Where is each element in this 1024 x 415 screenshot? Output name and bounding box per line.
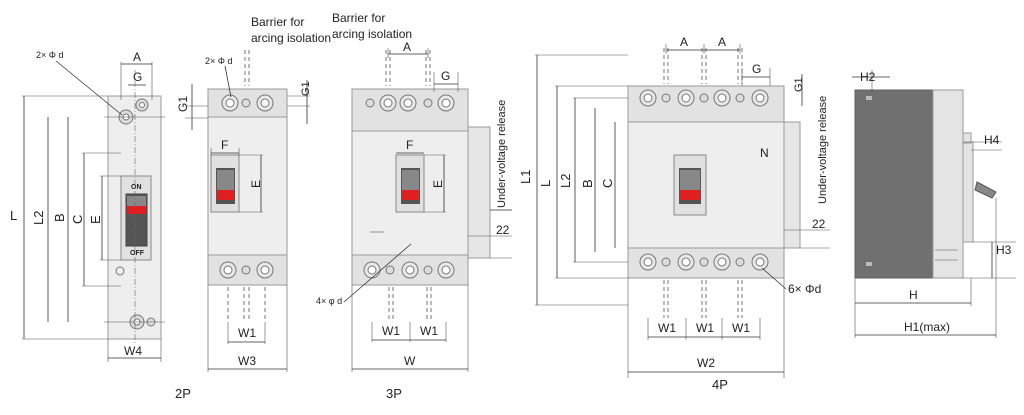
hole-2-callout-b: 2× Φ d [205, 56, 232, 66]
on-label: ON [131, 184, 142, 191]
barrier-label-3p-line2: arcing isolation [332, 27, 412, 41]
uvr-label-4p: Under-voltage release [817, 96, 829, 204]
dim-g-3p: G [441, 69, 450, 83]
dim-f-2p: F [221, 138, 228, 152]
dim-c-4p: C [600, 179, 615, 188]
view-3p: Barrier for arcing isolation A G F E Und… [316, 11, 512, 401]
dim-l2-4p: L2 [558, 174, 573, 188]
dim-w1-3p-a: W1 [382, 324, 400, 338]
hole-4-callout: 4× φ d [316, 296, 342, 306]
dim-g1-2p-left: G1 [176, 96, 190, 112]
dim-w1-4p-a: W1 [658, 321, 676, 335]
dim-e-3p: E [431, 180, 445, 188]
view-side: H2 H4 H3 H H1(max) [852, 70, 1016, 338]
dim-l1-4p: L1 [518, 170, 533, 184]
dim-a-3p: A [403, 40, 411, 54]
dim-h1max: H1(max) [904, 320, 950, 334]
caption-4p: 4P [712, 377, 728, 392]
view-2p-narrow: ON OFF A G 2× Φ d L L2 B C E [10, 50, 191, 401]
dim-w3: W3 [238, 354, 256, 368]
hole-2-callout: 2× Φ d [36, 50, 63, 60]
dim-f-3p: F [406, 138, 413, 152]
dim-b-4p: B [580, 179, 595, 188]
neutral-pole-label: N [760, 146, 769, 160]
dim-w1-3p-b: W1 [420, 324, 438, 338]
dim-w2: W2 [697, 356, 715, 370]
view-2p-wide: 2× Φ d Barrier for arcing isolation G1 G… [176, 15, 331, 372]
dim-w1-4p-b: W1 [696, 321, 714, 335]
dim-22-4p: 22 [812, 217, 826, 231]
dim-h: H [909, 288, 918, 302]
dim-g1-4p: G1 [793, 77, 805, 92]
dim-l: L [10, 208, 17, 223]
dim-a-4p-b: A [718, 35, 726, 49]
dim-w4: W4 [124, 344, 142, 358]
barrier-label-2p-line2: arcing isolation [251, 31, 331, 45]
caption-3p: 3P [386, 386, 402, 401]
dim-g-4p: G [752, 62, 761, 76]
dim-h2: H2 [860, 70, 876, 84]
dim-l2-2p: L2 [31, 211, 46, 225]
caption-2p: 2P [175, 386, 191, 401]
barrier-label-2p-line1: Barrier for [251, 15, 304, 29]
dim-h3: H3 [996, 243, 1012, 257]
dim-w-3p: W [404, 354, 416, 368]
dim-l-4p: L [538, 180, 553, 187]
uvr-label-3p: Under-voltage release [496, 100, 508, 208]
hole-6-callout: 6× Φd [788, 282, 821, 296]
dim-c-2p: C [70, 215, 85, 224]
dim-a-2p: A [133, 50, 141, 64]
dim-e-2p: E [88, 215, 103, 224]
dim-e-2p-wide: E [249, 180, 263, 188]
barrier-label-3p-line1: Barrier for [332, 11, 385, 25]
dim-g-2p: G [133, 70, 142, 84]
dim-g1-2p: G1 [300, 81, 312, 96]
dim-22-3p: 22 [496, 223, 510, 237]
dim-a-4p-a: A [680, 35, 688, 49]
dim-b-2p: B [52, 213, 67, 222]
off-label: OFF [130, 250, 145, 257]
dim-w1-4p-c: W1 [732, 321, 750, 335]
view-4p: N A A G G1 [518, 35, 830, 392]
dim-h4: H4 [984, 133, 1000, 147]
dim-w1-2p: W1 [238, 326, 256, 340]
